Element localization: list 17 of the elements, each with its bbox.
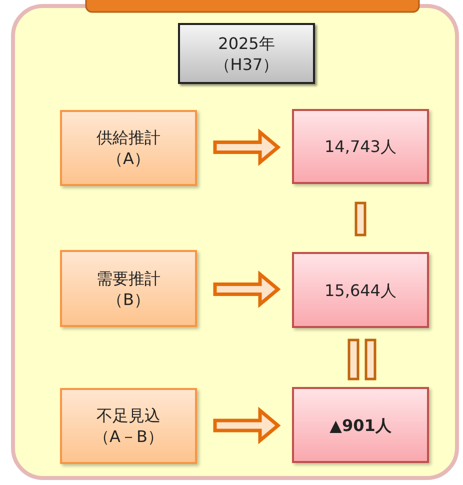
node-text: 不足見込（A－B） (92, 405, 164, 447)
block-arrow (213, 270, 281, 308)
result-box (292, 252, 429, 328)
result-box (292, 387, 429, 463)
result-box (292, 109, 429, 184)
node-text: 2025年（H37） (213, 32, 280, 74)
node-text: 供給推計（A） (96, 127, 162, 169)
node-text: 15,644人 (324, 280, 398, 300)
estimate-box (60, 110, 197, 186)
node-text: 14,743人 (324, 136, 398, 157)
node-text: ▲901人 (328, 414, 392, 436)
year-box (178, 23, 315, 84)
block-arrow (213, 128, 281, 166)
node-text: 需要推計（B） (96, 268, 162, 310)
estimate-box (60, 388, 197, 464)
estimate-box (60, 250, 197, 327)
block-arrow (213, 406, 281, 444)
